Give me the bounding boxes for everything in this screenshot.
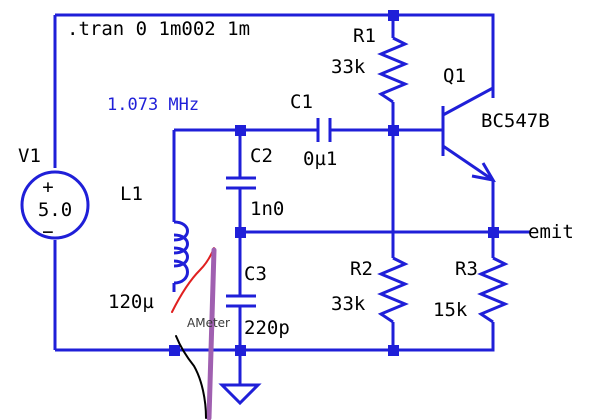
- v1-name: V1: [18, 145, 41, 167]
- r2-value: 33k: [331, 293, 366, 315]
- node-top: [388, 10, 399, 21]
- node-bottom-r2: [388, 345, 399, 356]
- v1-minus: −: [42, 221, 53, 243]
- r2-name: R2: [350, 258, 373, 280]
- capacitor-c2[interactable]: C2 1n0: [226, 145, 284, 220]
- r3-value: 15k: [433, 299, 468, 321]
- resistor-icon: [477, 256, 509, 324]
- q1-emitter: [442, 144, 494, 182]
- node-mid: [235, 227, 246, 238]
- ground-icon: [218, 383, 262, 406]
- transistor-q1[interactable]: Q1 BC547B: [441, 65, 550, 183]
- frequency-comment: 1.073 MHz: [107, 95, 199, 115]
- node-emit: [488, 227, 499, 238]
- ground-symbol: [218, 383, 262, 406]
- r3-name: R3: [455, 258, 478, 280]
- resistor-icon: [377, 36, 409, 104]
- ameter-annotation: AMeter: [187, 316, 230, 330]
- r1-name: R1: [353, 25, 376, 47]
- wire-bottom-rail: [55, 322, 495, 352]
- inductor-l1[interactable]: L1 120µ: [108, 183, 189, 313]
- v1-value: 5.0: [38, 199, 72, 221]
- hand-annotations: AMeter: [171, 247, 230, 420]
- l1-name: L1: [120, 183, 143, 205]
- resistor-icon: [377, 256, 409, 324]
- c3-name: C3: [244, 263, 267, 285]
- q1-model: BC547B: [481, 110, 550, 132]
- spice-directive[interactable]: .tran 0 1m002 1m: [67, 18, 250, 40]
- r1-value: 33k: [331, 56, 366, 78]
- wire-tank-top: [174, 128, 242, 178]
- inductor-icon: [173, 220, 189, 285]
- c1-name: C1: [290, 91, 313, 113]
- black-probe-stroke: [175, 335, 207, 419]
- red-probe-stroke: [171, 247, 215, 313]
- net-label-emit: emit: [528, 221, 574, 243]
- node-bottom-c3: [235, 345, 246, 356]
- voltage-source-icon: [20, 170, 90, 240]
- q1-name: Q1: [443, 65, 466, 87]
- capacitor-c3[interactable]: C3 220p: [226, 263, 290, 339]
- wire-top-rail: [55, 13, 495, 98]
- v1-plus: +: [42, 176, 53, 198]
- junction-nodes: [169, 10, 499, 356]
- l1-value: 120µ: [108, 291, 154, 313]
- purple-probe-stroke: [206, 247, 217, 420]
- node-base: [388, 125, 399, 136]
- capacitor-icon: [226, 176, 256, 190]
- capacitor-icon: [316, 118, 332, 142]
- c2-name: C2: [250, 145, 273, 167]
- resistor-r3[interactable]: R3 15k: [433, 256, 509, 324]
- voltage-source-v1[interactable]: + 5.0 − V1: [18, 145, 90, 243]
- node-c2-top: [235, 125, 246, 136]
- q1-collector: [442, 72, 495, 117]
- resistor-r1[interactable]: R1 33k: [331, 25, 409, 104]
- node-bottom-left: [169, 345, 180, 356]
- capacitor-c1[interactable]: C1 0µ1: [290, 91, 337, 170]
- resistor-r2[interactable]: R2 33k: [331, 256, 409, 324]
- c1-value: 0µ1: [303, 148, 337, 170]
- c2-value: 1n0: [250, 198, 284, 220]
- capacitor-icon: [226, 294, 256, 308]
- c3-value: 220p: [244, 317, 290, 339]
- q1-emitter-arrow-icon: [471, 162, 496, 183]
